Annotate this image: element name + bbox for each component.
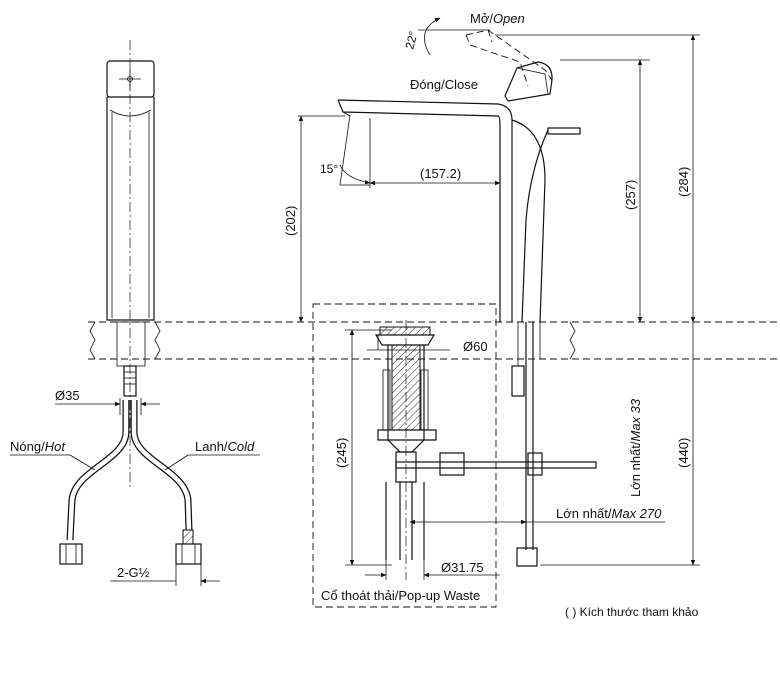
dia-60-label: Ø60 [463, 339, 488, 354]
height-245-label: (245) [334, 438, 349, 468]
max-270-label: Lớn nhất/Max 270 [556, 506, 662, 521]
cold-label: Lanh/Cold [195, 439, 255, 454]
height-284-label: (284) [676, 167, 691, 197]
dia-3175-label: Ø31.75 [441, 560, 484, 575]
waste-label: Cổ thoát thải/Pop-up Waste [321, 588, 480, 603]
close-label: Đóng/Close [410, 77, 478, 92]
open-label: Mở/Open [470, 11, 525, 26]
height-257-label: (257) [623, 180, 638, 210]
thread-label: 2-G½ [117, 565, 150, 580]
dia-35-label: Ø35 [55, 388, 80, 403]
open-angle-label: 22° [402, 29, 420, 50]
reach-label: (157.2) [420, 166, 461, 181]
height-202-label: (202) [283, 206, 298, 236]
spout-angle-label: 15° [320, 162, 338, 176]
height-440-label: (440) [676, 438, 691, 468]
reference-note: ( ) Kích thước tham khảo [565, 605, 699, 619]
front-view [10, 40, 780, 586]
hot-label: Nóng/Hot [10, 439, 66, 454]
max-33-label: Lớn nhất/Max 33 [628, 398, 643, 497]
side-view [298, 17, 700, 608]
